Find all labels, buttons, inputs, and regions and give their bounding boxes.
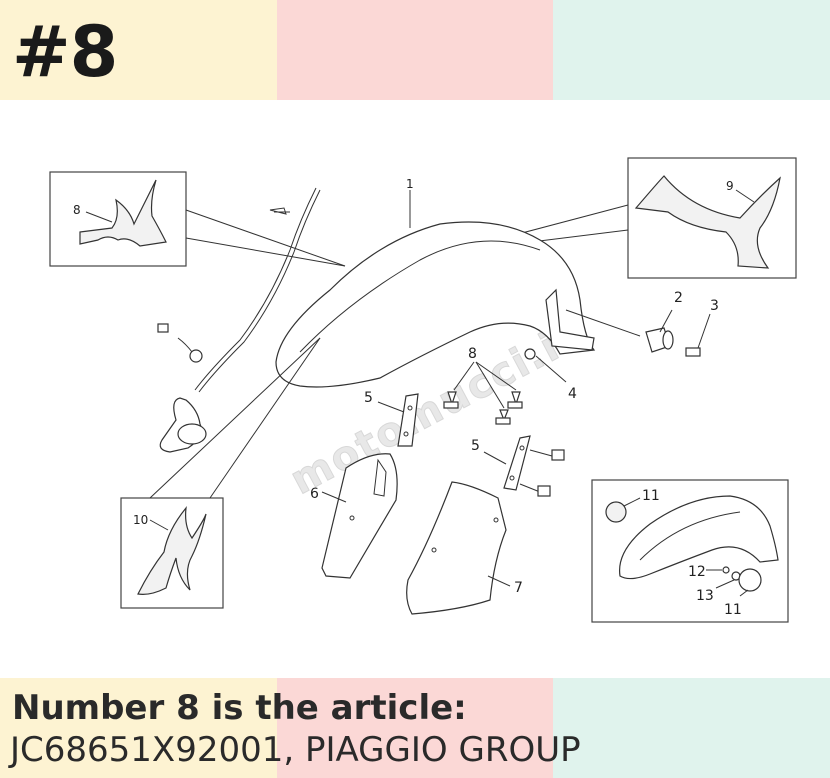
label-11-top: 11	[642, 488, 660, 504]
label-11-bottom: 11	[724, 602, 742, 618]
inset-part-8: 8	[49, 171, 346, 267]
band-green	[553, 0, 830, 100]
label-12: 12	[688, 564, 706, 580]
mud-flap: 7	[406, 481, 523, 615]
speed-sensor-cable	[157, 187, 321, 453]
side-cover: 6	[310, 453, 398, 579]
bottom-color-band	[0, 678, 830, 778]
label-13: 13	[696, 588, 714, 604]
label-1: 1	[406, 177, 414, 191]
caption-article-number: JC68651X92001, PIAGGIO GROUP	[10, 730, 581, 770]
diagram-canvas: motomucci.it 8 9	[49, 157, 797, 623]
bracket-left: 5	[364, 390, 419, 447]
label-2: 2	[674, 290, 683, 306]
label-8: 8	[468, 346, 477, 362]
label-9-inset: 9	[726, 179, 734, 193]
band-pink-bottom	[276, 678, 554, 778]
inset-reflectors: 11 12 13 11	[591, 479, 789, 623]
band-green-bottom	[553, 678, 830, 778]
spacer-and-bolt: 2 3	[565, 290, 719, 357]
nut: 4	[524, 348, 577, 402]
label-7: 7	[514, 580, 523, 596]
inset-part-10: 10	[120, 337, 321, 609]
caption-title: Number 8 is the article:	[12, 688, 467, 728]
band-yellow-bottom	[0, 678, 277, 778]
top-color-band	[0, 0, 830, 100]
part-number-badge: #8	[12, 11, 118, 93]
label-8-inset: 8	[73, 203, 81, 217]
label-10-inset: 10	[133, 513, 148, 527]
band-pink	[276, 0, 554, 100]
label-3: 3	[710, 298, 719, 314]
bracket-right: 5	[471, 435, 565, 497]
label-6: 6	[310, 486, 319, 502]
label-4: 4	[568, 386, 577, 402]
label-5-right: 5	[471, 438, 480, 454]
screws: 8	[443, 346, 523, 425]
band-yellow	[0, 0, 277, 100]
exploded-parts-diagram: motomucci.it 8 9	[0, 100, 830, 678]
front-fender: 1	[274, 177, 596, 388]
label-5-left: 5	[364, 390, 373, 406]
